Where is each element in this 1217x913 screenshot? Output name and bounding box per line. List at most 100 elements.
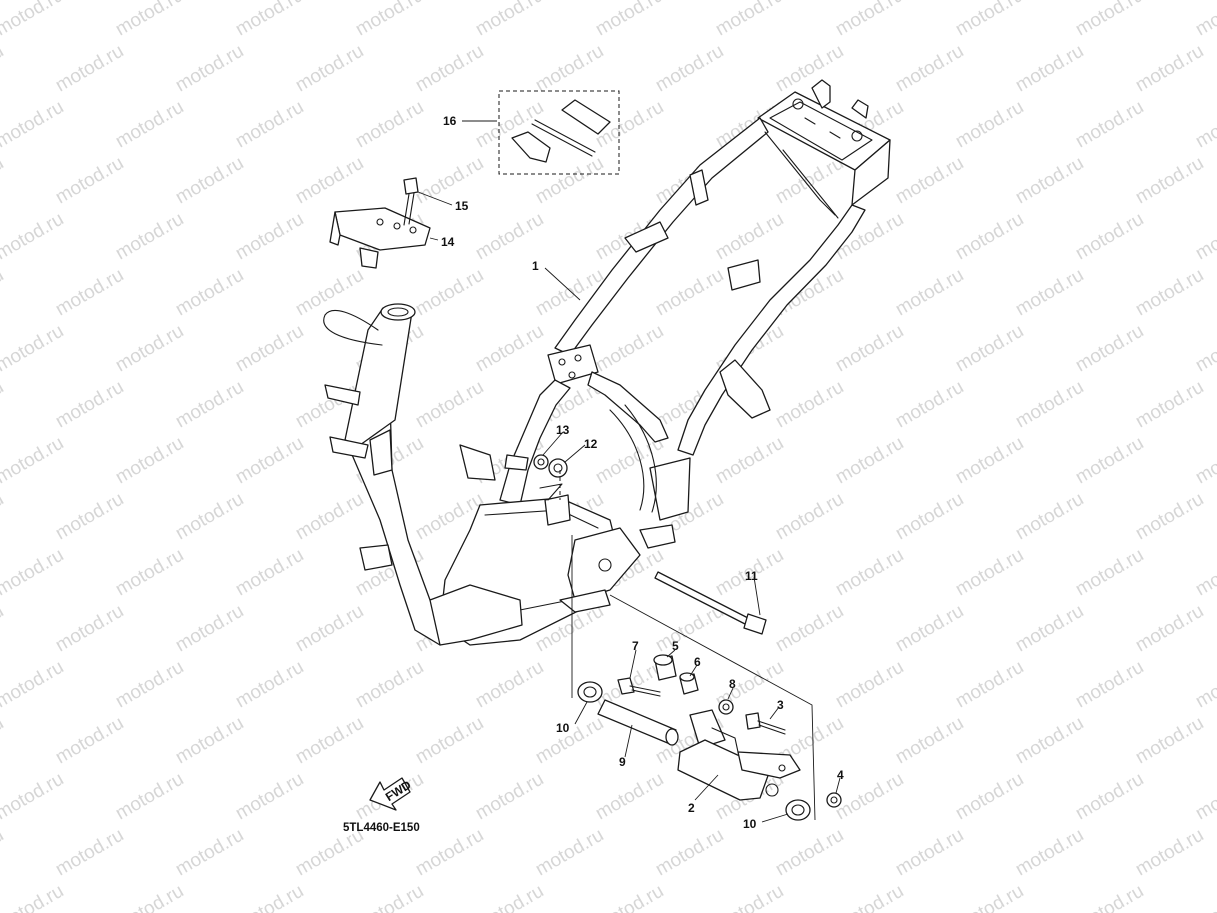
watermark-text: motod.ru (472, 881, 547, 913)
watermark-text: motod.ru (472, 321, 547, 377)
watermark-text: motod.ru (232, 209, 307, 265)
watermark-text: motod.ru (1192, 209, 1217, 265)
watermark-text: motod.ru (52, 825, 127, 881)
watermark-text: motod.ru (0, 433, 67, 489)
watermark-text: motod.ru (232, 769, 307, 825)
callout-labels: 1 2 3 4 5 6 7 8 9 10 10 11 12 13 14 15 1… (441, 114, 844, 831)
nut-8[interactable] (718, 699, 734, 715)
bushing-10-left[interactable] (577, 681, 603, 703)
watermark-text: motod.ru (172, 601, 247, 657)
watermark-text: motod.ru (772, 153, 847, 209)
watermark-text: motod.ru (232, 321, 307, 377)
watermark-text: motod.ru (352, 657, 427, 713)
watermark-text: motod.ru (112, 209, 187, 265)
watermark-text: motod.ru (952, 881, 1027, 913)
watermark-text: motod.ru (112, 433, 187, 489)
watermark-text: motod.ru (1132, 601, 1207, 657)
watermark-text: motod.ru (112, 321, 187, 377)
watermark-text: motod.ru (292, 601, 367, 657)
bolt-3[interactable] (745, 712, 786, 735)
watermark-text: motod.ru (1072, 97, 1147, 153)
watermark-text: motod.ru (0, 321, 67, 377)
bushing-10-right[interactable] (785, 799, 811, 821)
watermark-text: motod.ru (952, 321, 1027, 377)
bolt-7[interactable] (617, 677, 661, 697)
watermark-text: motod.ru (1192, 0, 1217, 40)
watermark-text: motod.ru (1132, 153, 1207, 209)
watermark-text: motod.ru (172, 489, 247, 545)
watermark-text: motod.ru (172, 825, 247, 881)
watermark-text: motod.ru (0, 825, 7, 881)
watermark-text: motod.ru (172, 713, 247, 769)
watermark-text: motod.ru (1192, 321, 1217, 377)
watermark-text: motod.ru (0, 377, 7, 433)
watermark-text: motod.ru (772, 377, 847, 433)
watermark-text: motod.ru (352, 881, 427, 913)
watermark-text: motod.ru (232, 881, 307, 913)
watermark-text: motod.ru (0, 713, 7, 769)
watermark-text: motod.ru (412, 265, 487, 321)
watermark-text: motod.ru (412, 41, 487, 97)
watermark-text: motod.ru (1192, 545, 1217, 601)
watermark-text: motod.ru (232, 657, 307, 713)
watermark-text: motod.ru (892, 489, 967, 545)
watermark-text: motod.ru (52, 41, 127, 97)
watermark-text: motod.ru (1132, 377, 1207, 433)
watermark-text: motod.ru (292, 489, 367, 545)
watermark-text: motod.ru (292, 41, 367, 97)
watermark-text: motod.ru (172, 153, 247, 209)
callout-10-left: 10 (556, 721, 570, 735)
watermark-text: motod.ru (0, 601, 7, 657)
watermark-text: motod.ru (112, 97, 187, 153)
bracket-14[interactable] (329, 207, 431, 269)
watermark-text: motod.ru (0, 265, 7, 321)
watermark-text: motod.ru (232, 0, 307, 40)
watermark-text: motod.ru (1072, 0, 1147, 40)
watermark-text: motod.ru (832, 881, 907, 913)
watermark-text: motod.ru (712, 433, 787, 489)
callout-13: 13 (556, 423, 570, 437)
collar-5[interactable] (653, 654, 677, 681)
watermark-text: motod.ru (952, 0, 1027, 40)
watermark-text: motod.ru (892, 601, 967, 657)
engine-bracket-2[interactable] (677, 709, 801, 801)
watermark-text: motod.ru (1012, 153, 1087, 209)
collar-6[interactable] (679, 672, 699, 695)
watermark-text: motod.ru (832, 545, 907, 601)
watermark-text: motod.ru (952, 209, 1027, 265)
watermark-text: motod.ru (772, 825, 847, 881)
watermark-text: motod.ru (1132, 489, 1207, 545)
watermark-text: motod.ru (532, 41, 607, 97)
watermark-text: motod.ru (772, 41, 847, 97)
watermark-text: motod.ru (112, 0, 187, 40)
watermark-text: motod.ru (292, 265, 367, 321)
damper-12[interactable] (548, 458, 568, 478)
bolt-15[interactable] (403, 177, 419, 226)
watermark-text: motod.ru (1012, 41, 1087, 97)
watermark-text: motod.ru (472, 209, 547, 265)
watermark-text: motod.ru (52, 377, 127, 433)
pipe-9[interactable] (597, 699, 679, 746)
watermark-text: motod.ru (1012, 825, 1087, 881)
watermark-text: motod.ru (0, 0, 67, 40)
watermark-text: motod.ru (0, 153, 7, 209)
watermark-text: motod.ru (1072, 881, 1147, 913)
watermark-text: motod.ru (232, 545, 307, 601)
watermark-text: motod.ru (172, 377, 247, 433)
watermark-text: motod.ru (1012, 489, 1087, 545)
nut-13[interactable] (533, 454, 549, 470)
frame-body[interactable] (323, 79, 891, 646)
watermark-text: motod.ru (952, 433, 1027, 489)
watermark-text: motod.ru (472, 657, 547, 713)
watermark-text: motod.ru (0, 41, 7, 97)
watermark-text: motod.ru (592, 0, 667, 40)
watermark-text: motod.ru (952, 657, 1027, 713)
watermark-text: motod.ru (352, 97, 427, 153)
watermark-text: motod.ru (1012, 377, 1087, 433)
tool-kit[interactable] (498, 90, 620, 175)
watermark-text: motod.ru (772, 489, 847, 545)
watermark-text: motod.ru (52, 713, 127, 769)
bolt-11[interactable] (654, 571, 767, 635)
nut-4[interactable] (826, 792, 842, 808)
